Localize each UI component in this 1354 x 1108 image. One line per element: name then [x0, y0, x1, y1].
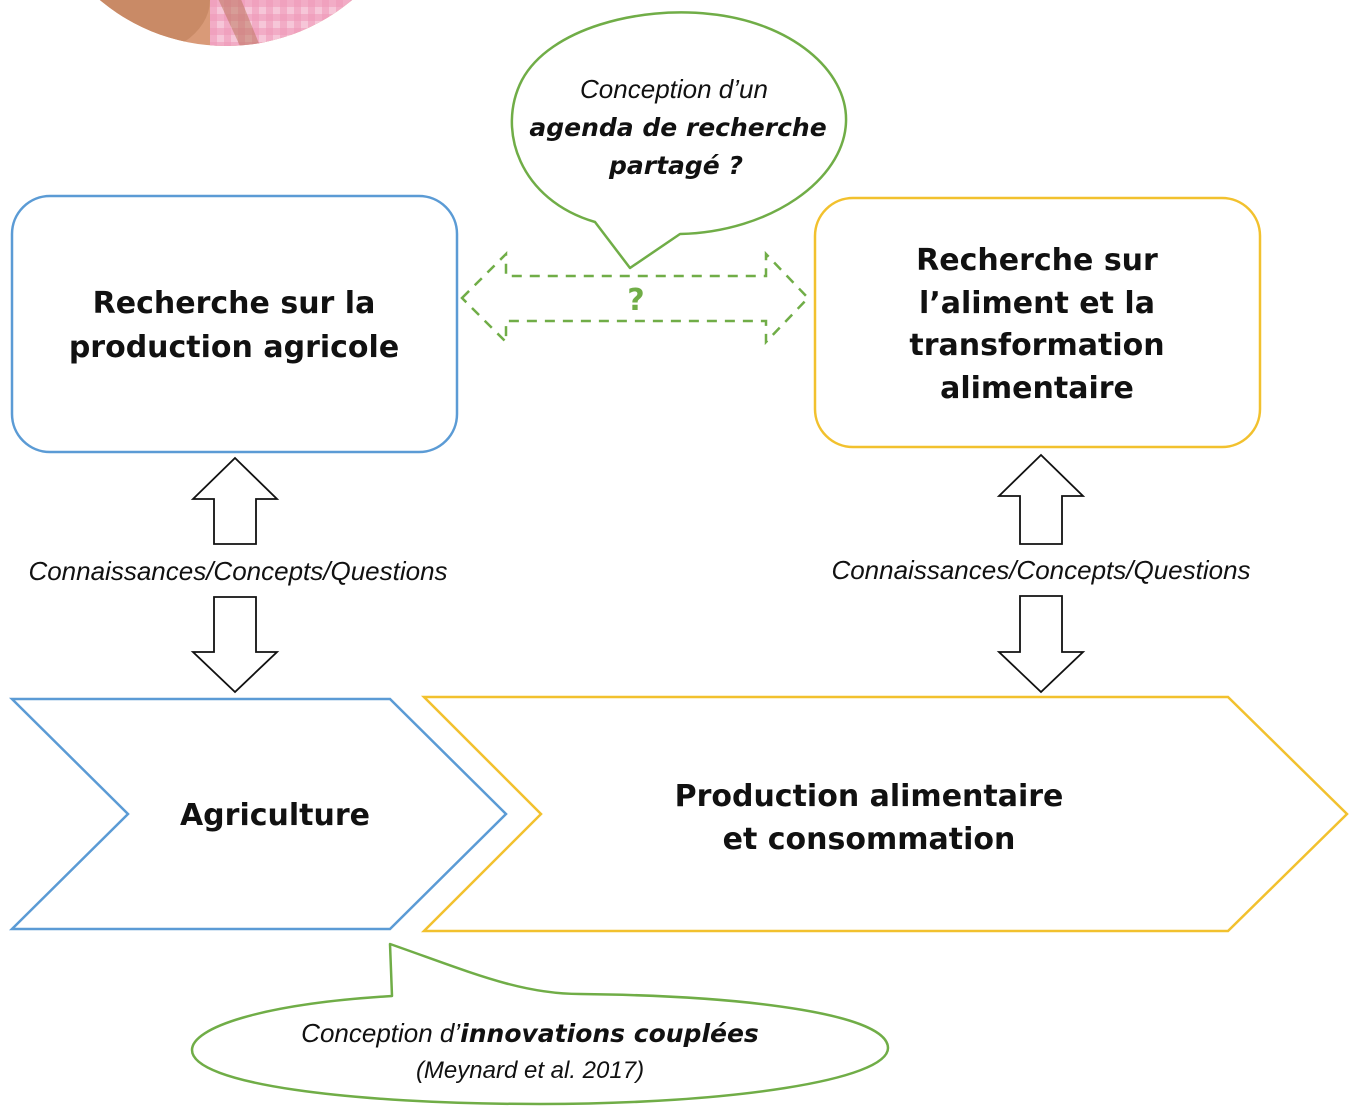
- bubble-top-line2: agenda de recherche: [529, 113, 826, 142]
- box-research-food: Recherche sur l’aliment et la transforma…: [813, 196, 1262, 449]
- bubble-top-line1: Conception d’un: [580, 74, 768, 104]
- box-research-agri: Recherche sur la production agricole: [10, 194, 459, 454]
- chevron-food-production: Production alimentaire et consommation: [420, 695, 1349, 933]
- question-mark: ?: [627, 283, 644, 318]
- bubble-bottom-citation: (Meynard et al. 2017): [416, 1057, 644, 1084]
- person-photo-icon: [30, 0, 422, 46]
- bubble-bottom-emphasis: innovations couplées: [460, 1019, 759, 1048]
- speech-bubble-bottom: Conception d’innovations couplées (Meyna…: [190, 942, 890, 1106]
- speech-bubble-top: Conception d’un agenda de recherche part…: [510, 11, 848, 270]
- bubble-top-line3: partagé ?: [608, 151, 743, 180]
- exchange-arrows-left: Connaissances/Concepts/Questions: [28, 456, 448, 694]
- box-research-food-line3: transformation: [909, 328, 1164, 363]
- chevron-food-line1: Production alimentaire: [675, 779, 1064, 814]
- exchange-label-left: Connaissances/Concepts/Questions: [28, 556, 447, 586]
- box-research-agri-line1: Recherche sur la: [93, 286, 376, 321]
- bubble-bottom-prefix: Conception d’: [301, 1018, 461, 1048]
- bubble-bottom-line1: Conception d’innovations couplées: [301, 1018, 759, 1048]
- exchange-label-right: Connaissances/Concepts/Questions: [831, 555, 1250, 585]
- dashed-link-arrow: ?: [460, 250, 810, 346]
- box-research-food-line2: l’aliment et la: [919, 286, 1155, 321]
- exchange-arrows-right: Connaissances/Concepts/Questions: [831, 453, 1251, 694]
- chevron-agriculture: Agriculture: [8, 697, 508, 931]
- box-research-food-line4: alimentaire: [940, 371, 1134, 406]
- box-research-food-line1: Recherche sur: [916, 243, 1158, 278]
- chevron-food-line2: et consommation: [723, 822, 1016, 857]
- box-research-agri-line2: production agricole: [69, 330, 399, 365]
- chevron-agriculture-label: Agriculture: [180, 798, 370, 833]
